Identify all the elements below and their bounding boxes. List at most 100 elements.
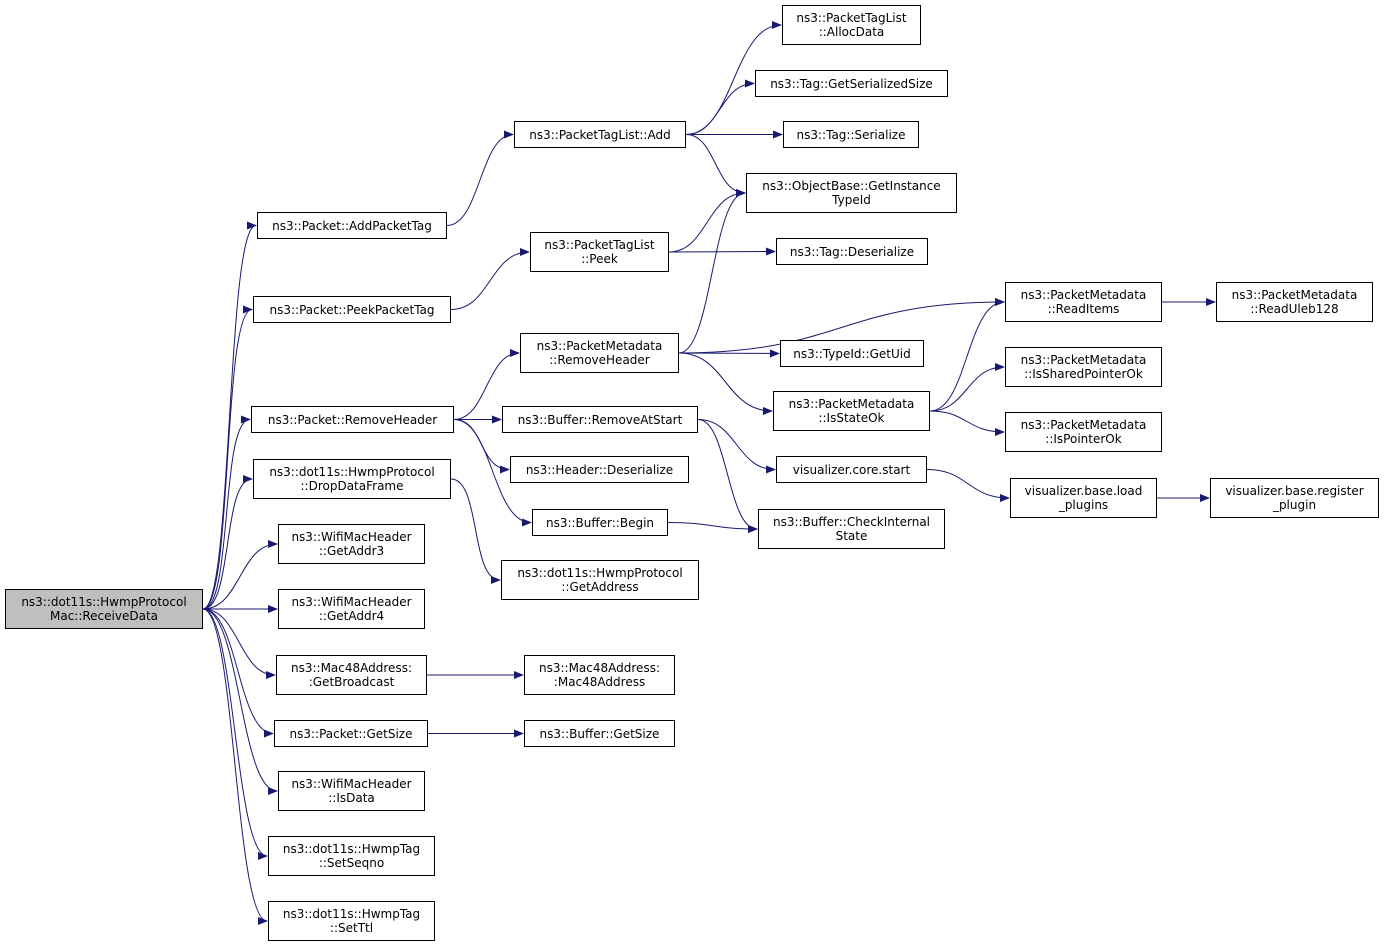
node-label-line: ns3::Mac48Address: — [539, 661, 660, 675]
node-label-line: ns3::Buffer::CheckInternal — [772, 515, 931, 529]
edge-root-to-setttl — [202, 608, 268, 925]
node-pmremoveheader[interactable]: ns3::PacketMetadata::RemoveHeader — [520, 333, 679, 373]
node-setttl[interactable]: ns3::dot11s::HwmpTag::SetTtl — [268, 901, 435, 941]
node-label-line: _plugins — [1058, 498, 1109, 512]
edge-bufremoveatstart-to-vizstart — [697, 419, 776, 474]
node-label-line: ns3::PacketTagList — [544, 238, 655, 252]
node-tagladd[interactable]: ns3::PacketTagList::Add — [514, 121, 686, 148]
node-label-line: ::IsSharedPointerOk — [1024, 367, 1143, 381]
node-removeheader[interactable]: ns3::Packet::RemoveHeader — [251, 406, 454, 433]
edge-pmremoveheader-to-typeidgetuid — [678, 349, 780, 358]
node-label-line: ::IsStateOk — [818, 411, 885, 425]
edge-tagladd-to-getinstancetypeid — [685, 134, 746, 197]
node-label-line: ::IsData — [328, 791, 375, 805]
node-issharedpointerok[interactable]: ns3::PacketMetadata::IsSharedPointerOk — [1005, 347, 1162, 387]
edge-root-to-getaddr3 — [202, 540, 278, 610]
node-label-line: ns3::PacketMetadata — [536, 339, 663, 353]
edge-removeheader-to-bufbegin — [453, 419, 532, 527]
edge-tagladd-to-taggetsersize — [685, 79, 755, 135]
node-label-line: ::IsPointerOk — [1045, 432, 1122, 446]
edge-root-to-peekpackettag — [202, 305, 253, 610]
node-label-line: :Mac48Address — [553, 675, 646, 689]
node-label-line: ns3::WifiMacHeader — [291, 777, 412, 791]
node-allocdata[interactable]: ns3::PacketTagList::AllocData — [782, 5, 921, 45]
edge-root-to-removeheader — [202, 415, 251, 610]
node-label-line: ::GetAddr3 — [318, 544, 385, 558]
node-label-line: ns3::PacketTagList::Add — [529, 127, 671, 142]
node-label-line: ns3::Packet::GetSize — [289, 726, 413, 741]
edge-root-to-dropdataframe — [202, 475, 253, 610]
node-tagdeserialize[interactable]: ns3::Tag::Deserialize — [776, 238, 928, 265]
node-registerplugin[interactable]: visualizer.base.register_plugin — [1210, 478, 1379, 518]
node-label-line: ::GetAddr4 — [318, 609, 385, 623]
edge-pmremoveheader-to-getinstancetypeid — [678, 189, 746, 354]
node-bufremoveatstart[interactable]: ns3::Buffer::RemoveAtStart — [502, 406, 698, 433]
node-vizstart[interactable]: visualizer.core.start — [776, 456, 927, 483]
node-getaddr3[interactable]: ns3::WifiMacHeader::GetAddr3 — [278, 524, 425, 564]
edge-isstateok-to-issharedpointerok — [929, 363, 1005, 412]
node-getaddress[interactable]: ns3::dot11s::HwmpProtocol::GetAddress — [501, 560, 699, 600]
node-label-line: ns3::TypeId::GetUid — [793, 346, 911, 361]
node-label-line: ns3::Packet::RemoveHeader — [267, 412, 438, 427]
node-tagserialize[interactable]: ns3::Tag::Serialize — [783, 121, 919, 148]
node-label-line: ns3::Packet::PeekPacketTag — [269, 302, 435, 317]
node-typeidgetuid[interactable]: ns3::TypeId::GetUid — [780, 340, 924, 367]
node-mac48address[interactable]: ns3::Mac48Address::Mac48Address — [524, 655, 675, 695]
node-taglpeek[interactable]: ns3::PacketTagList::Peek — [530, 232, 669, 272]
node-label-line: ns3::dot11s::HwmpProtocol — [269, 465, 435, 479]
node-peekpackettag[interactable]: ns3::Packet::PeekPacketTag — [253, 296, 451, 323]
node-getbroadcast[interactable]: ns3::Mac48Address::GetBroadcast — [276, 655, 427, 695]
node-label-line: ::Peek — [581, 252, 618, 266]
node-loadplugins[interactable]: visualizer.base.load_plugins — [1010, 478, 1157, 518]
node-label-line: ::ReadUleb128 — [1250, 302, 1339, 316]
node-getaddr4[interactable]: ns3::WifiMacHeader::GetAddr4 — [278, 589, 425, 629]
edge-root-to-getbroadcast — [202, 608, 276, 679]
node-readuleb128[interactable]: ns3::PacketMetadata::ReadUleb128 — [1216, 282, 1373, 322]
edge-pmremoveheader-to-readitems — [678, 298, 1005, 354]
edge-dropdataframe-to-getaddress — [450, 478, 501, 584]
node-isstateok[interactable]: ns3::PacketMetadata::IsStateOk — [773, 391, 930, 431]
edge-isstateok-to-readitems — [929, 298, 1005, 412]
node-label-line: _plugin — [1272, 498, 1317, 512]
node-label-line: ns3::PacketMetadata — [788, 397, 915, 411]
node-setseqno[interactable]: ns3::dot11s::HwmpTag::SetSeqno — [268, 836, 435, 876]
node-label-line: ns3::Header::Deserialize — [525, 462, 674, 477]
edge-root-to-setseqno — [202, 608, 268, 860]
node-ispointerok[interactable]: ns3::PacketMetadata::IsPointerOk — [1005, 412, 1162, 452]
node-label-line: visualizer.base.register — [1225, 484, 1364, 498]
node-label-line: ns3::WifiMacHeader — [291, 530, 412, 544]
edge-root-to-addpackettag — [202, 221, 257, 610]
edge-removeheader-to-pmremoveheader — [453, 349, 520, 420]
node-label-line: ::DropDataFrame — [300, 479, 404, 493]
node-label-line: State — [835, 529, 868, 543]
node-readitems[interactable]: ns3::PacketMetadata::ReadItems — [1005, 282, 1162, 322]
node-label-line: ::SetTtl — [329, 921, 374, 935]
node-bufgetsize[interactable]: ns3::Buffer::GetSize — [524, 720, 675, 747]
node-label-line: TypeId — [832, 193, 871, 207]
node-addpackettag[interactable]: ns3::Packet::AddPacketTag — [257, 212, 447, 239]
edge-root-to-isdata — [202, 608, 278, 795]
node-headerdeserialize[interactable]: ns3::Header::Deserialize — [510, 456, 689, 483]
node-bufbegin[interactable]: ns3::Buffer::Begin — [532, 509, 668, 536]
node-label-line: ns3::ObjectBase::GetInstance — [762, 179, 941, 193]
edge-peekpackettag-to-taglpeek — [450, 248, 530, 310]
node-taggetsersize[interactable]: ns3::Tag::GetSerializedSize — [755, 70, 948, 97]
node-isdata[interactable]: ns3::WifiMacHeader::IsData — [278, 771, 425, 811]
node-packetgetsize[interactable]: ns3::Packet::GetSize — [274, 720, 428, 747]
node-label-line: ns3::Packet::AddPacketTag — [272, 218, 432, 233]
node-label-line: ::SetSeqno — [318, 856, 385, 870]
node-dropdataframe[interactable]: ns3::dot11s::HwmpProtocol::DropDataFrame — [253, 459, 451, 499]
node-label-line: ns3::Tag::Serialize — [796, 127, 906, 142]
node-label-line: ns3::Buffer::GetSize — [539, 726, 660, 741]
node-label-line: ::AllocData — [818, 25, 885, 39]
node-label-line: ns3::WifiMacHeader — [291, 595, 412, 609]
node-label-line: ::RemoveHeader — [549, 353, 650, 367]
node-label-line: ns3::PacketMetadata — [1020, 288, 1147, 302]
node-label-line: ns3::Tag::GetSerializedSize — [770, 76, 933, 91]
node-label-line: ns3::Buffer::RemoveAtStart — [517, 412, 683, 427]
